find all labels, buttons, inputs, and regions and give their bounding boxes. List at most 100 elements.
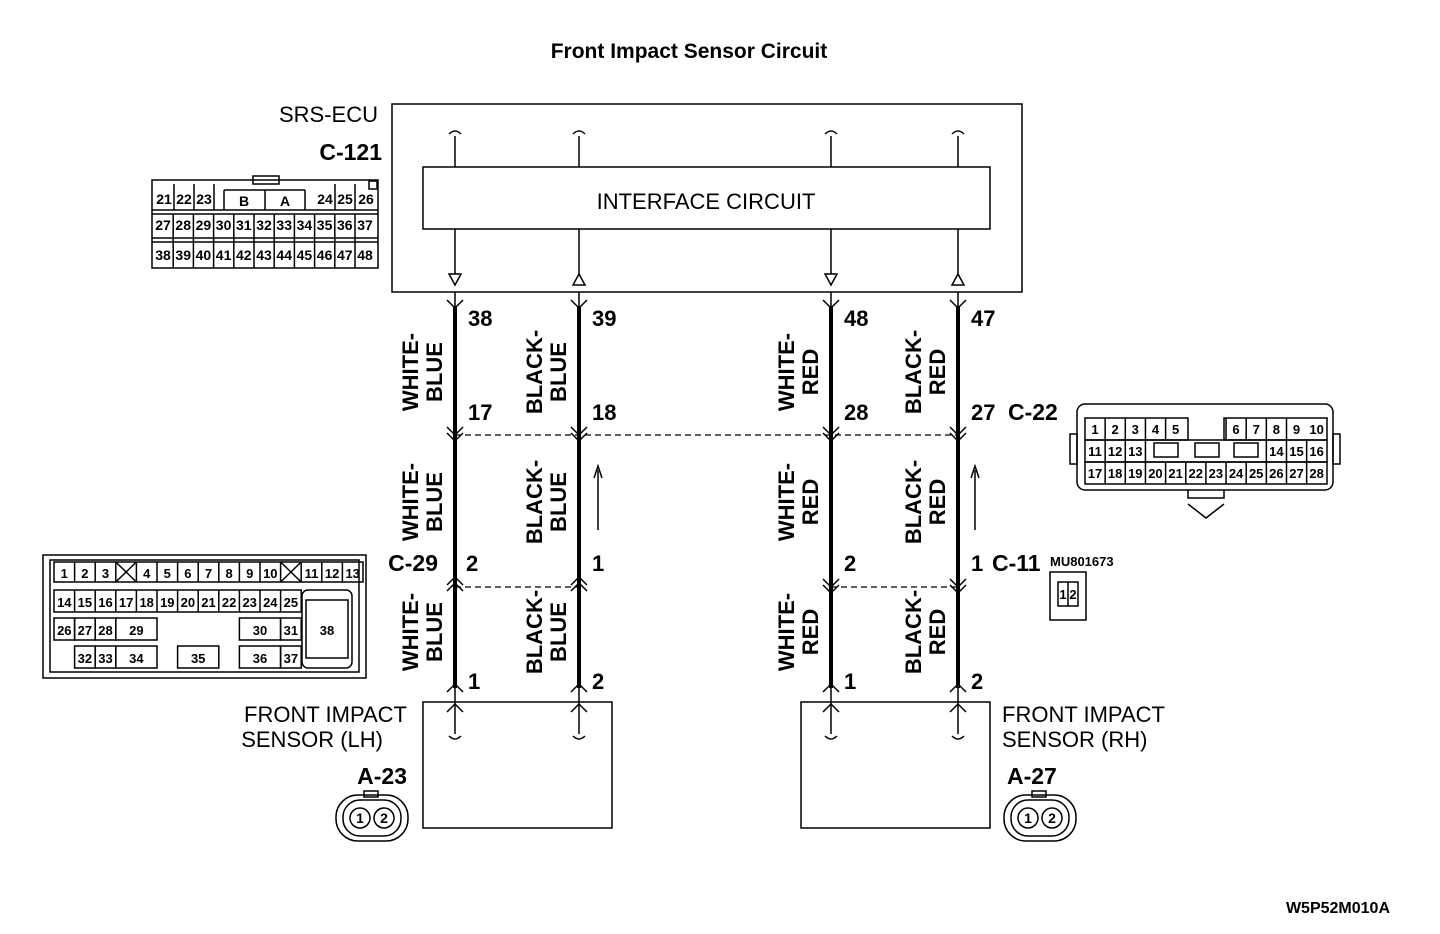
c11-pin: 1 <box>1059 587 1066 602</box>
c121-pin: 25 <box>337 191 353 207</box>
c11-label: C-11 <box>992 550 1041 576</box>
a23-pin: 2 <box>380 810 388 826</box>
wire-color-label: BLUE <box>422 602 447 662</box>
c29-pin: 13 <box>345 566 359 581</box>
sensor-rh-label-line2: SENSOR (RH) <box>1002 727 1147 752</box>
wire-color-label: RED <box>925 609 950 655</box>
c29-pin: 34 <box>129 651 144 666</box>
c29-pin: 2 <box>81 566 88 581</box>
wire-color-label: BLACK- <box>901 460 926 544</box>
c29-pin: 32 <box>78 651 92 666</box>
wire-color-label: WHITE- <box>398 593 423 671</box>
c29-pin: 8 <box>225 566 232 581</box>
c121-pin: 26 <box>358 191 374 207</box>
c22-pin: 7 <box>1253 422 1260 437</box>
c29-pin: 17 <box>119 595 133 610</box>
c121-pin: 28 <box>175 217 191 233</box>
c29-pin: 11 <box>305 566 319 581</box>
c22-pin-18: 18 <box>592 400 616 425</box>
c29-pin: 18 <box>139 595 153 610</box>
c22-pin-28: 28 <box>844 400 868 425</box>
c29-pin: 21 <box>201 595 215 610</box>
c22-pin: 20 <box>1148 466 1162 481</box>
sensor-rh-connector-label: A-27 <box>1007 763 1057 789</box>
sensor-rh-box <box>800 701 991 829</box>
wire-color-label: BLUE <box>546 472 571 532</box>
c22-pin: 10 <box>1309 422 1323 437</box>
sensor-lh-box <box>422 701 613 829</box>
c29-pin-2: 2 <box>466 551 478 576</box>
wire-color-label: RED <box>925 349 950 395</box>
a23-connector-face: 1 2 <box>335 790 409 842</box>
c22-pin: 28 <box>1309 466 1323 481</box>
c22-pin: 26 <box>1269 466 1283 481</box>
a23-pin: 1 <box>356 810 364 826</box>
c121-pin: 34 <box>297 217 313 233</box>
c22-chevrons <box>446 426 967 443</box>
wire-color-label: BLACK- <box>901 590 926 674</box>
ecu-connector-label: C-121 <box>319 139 382 165</box>
c22-pin: 5 <box>1172 422 1179 437</box>
c22-pin: 21 <box>1168 466 1182 481</box>
wire-color-label: BLUE <box>422 472 447 532</box>
c121-pin: 41 <box>216 247 232 263</box>
sensor-lh-pin-2: 2 <box>592 669 604 694</box>
c29-pin: 7 <box>205 566 212 581</box>
c29-pin: 5 <box>164 566 171 581</box>
c29-pin: 20 <box>181 595 195 610</box>
sensor-rh-label-line1: FRONT IMPACT <box>1002 702 1165 727</box>
sensor-lh-label-line1: FRONT IMPACT <box>244 702 407 727</box>
c121-pin: 22 <box>176 191 192 207</box>
c22-pin-17: 17 <box>468 400 492 425</box>
c29-pin: 12 <box>325 566 339 581</box>
c29-pin: 35 <box>191 651 205 666</box>
c22-pin: 25 <box>1249 466 1263 481</box>
c29-pin: 31 <box>284 623 298 638</box>
c121-pin: 48 <box>357 247 373 263</box>
c22-pin: 19 <box>1128 466 1142 481</box>
c29-pin: 25 <box>284 595 298 610</box>
c29-pin: 37 <box>284 651 298 666</box>
c29-pin: 15 <box>78 595 92 610</box>
c121-pin: 30 <box>216 217 232 233</box>
c121-pin: 21 <box>156 191 172 207</box>
sensor-lh-label-line2: SENSOR (LH) <box>241 727 383 752</box>
wire-color-label: WHITE- <box>398 333 423 411</box>
c11-pin-1: 1 <box>971 551 983 576</box>
c29-chevrons <box>446 575 588 592</box>
c22-pin: 6 <box>1232 422 1239 437</box>
ecu-pin-48: 48 <box>844 306 868 331</box>
c121-pin: 23 <box>196 191 212 207</box>
c29-pin: 24 <box>263 595 278 610</box>
wire-color-label: BLUE <box>546 602 571 662</box>
c22-pin: 15 <box>1289 444 1303 459</box>
c22-label: C-22 <box>1008 399 1058 425</box>
wire-color-label: RED <box>798 609 823 655</box>
c22-pin: 23 <box>1209 466 1223 481</box>
c22-pin: 4 <box>1152 422 1160 437</box>
c29-pin: 6 <box>184 566 191 581</box>
c29-pin: 3 <box>102 566 109 581</box>
c29-pin: 4 <box>143 566 151 581</box>
wire-color-label: RED <box>925 479 950 525</box>
c29-pin: 10 <box>263 566 277 581</box>
c29-pin: 38 <box>320 623 334 638</box>
c29-pin: 27 <box>78 623 92 638</box>
wire-color-label: WHITE- <box>774 463 799 541</box>
main-wires <box>446 292 967 688</box>
c121-pin: 36 <box>337 217 353 233</box>
c29-pin: 33 <box>98 651 112 666</box>
wire-color-label: BLACK- <box>901 330 926 414</box>
c121-pin: 33 <box>276 217 292 233</box>
c22-pin: 18 <box>1108 466 1122 481</box>
c29-label: C-29 <box>388 550 438 576</box>
page-title: Front Impact Sensor Circuit <box>551 40 828 63</box>
wire-color-label: BLACK- <box>522 590 547 674</box>
c121-pin: 27 <box>155 217 171 233</box>
up-arrow-icon <box>593 463 603 530</box>
ecu-pin-47: 47 <box>971 306 995 331</box>
sensor-rh-pin-1: 1 <box>844 669 856 694</box>
sensor-chevrons <box>446 682 967 713</box>
c29-pin: 30 <box>253 623 267 638</box>
